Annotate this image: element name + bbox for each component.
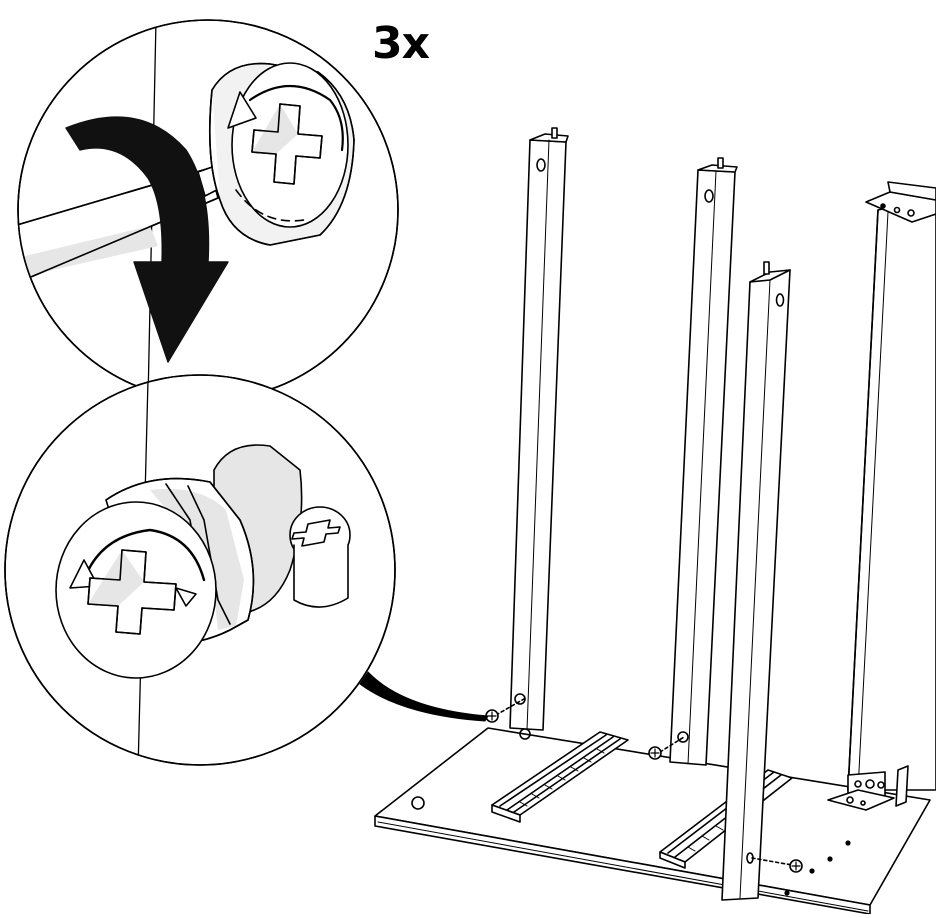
drawer-rail-left: [491, 731, 629, 823]
frame-post-left: [509, 127, 569, 731]
cam-lock-icon: [55, 477, 255, 679]
detail-circle-top: [17, 19, 399, 401]
quantity-label: 3x: [372, 18, 430, 69]
connector-bolt-icon: [648, 736, 685, 760]
rotate-clockwise-arrow-icon: [65, 116, 229, 363]
frame-post-middle: [669, 157, 738, 766]
detail-circle-bottom: [4, 374, 396, 766]
frame-post-front: [721, 261, 791, 901]
cam-lock-icon: [209, 62, 355, 246]
connector-bolt-icon: [485, 698, 525, 723]
side-panel-back-right: [827, 181, 936, 811]
callout-pointer: [359, 671, 489, 722]
connector-bolt-icon: [751, 857, 803, 873]
